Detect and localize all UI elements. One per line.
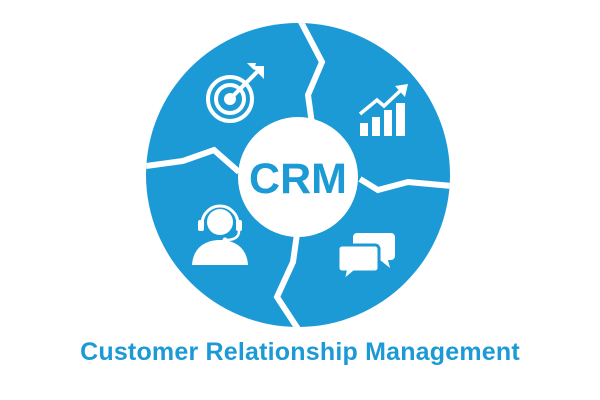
divider-bottom	[273, 233, 303, 327]
divider-right	[358, 176, 450, 194]
divider-top	[297, 23, 326, 125]
growth-chart-icon	[358, 84, 408, 136]
center-crm-label: CRM	[249, 155, 347, 203]
caption-title: Customer Relationship Management	[80, 338, 520, 366]
divider-left	[146, 146, 241, 175]
chat-bubbles-icon	[336, 233, 395, 285]
target-icon	[206, 63, 264, 123]
center-circle	[238, 117, 358, 237]
headset-agent-icon	[192, 204, 248, 265]
segment-dividers	[146, 23, 450, 327]
